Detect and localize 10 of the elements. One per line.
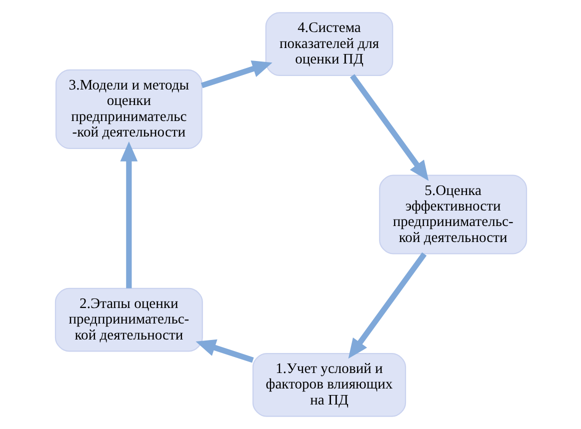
arrow	[120, 141, 138, 288]
node-box: 4.Система показателей для оценки ПД	[264, 12, 393, 76]
arrow	[349, 74, 428, 181]
arrow	[195, 339, 254, 363]
arrow	[348, 252, 426, 359]
node-box: 5.Оценка эффективности предпринимательс- кой деятельности	[378, 174, 527, 254]
node-box: 3.Модели и методы оценки предпринимательс -кой деятельности	[54, 69, 202, 149]
arrow	[200, 60, 272, 88]
node-box: 1.Учет условий и факторов влияющих на ПД	[252, 352, 406, 417]
node-box: 2.Этапы оценки предпринимательс- кой деятельности	[54, 288, 202, 352]
